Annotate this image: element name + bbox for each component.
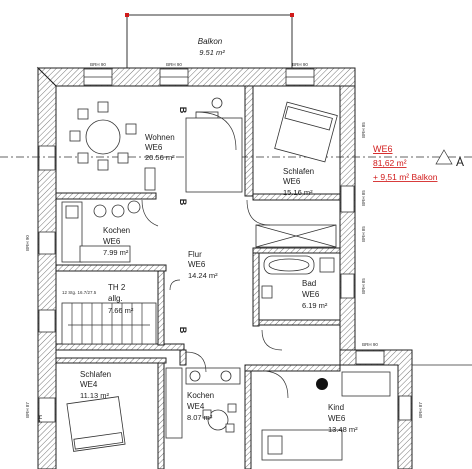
stair-note: 12 Stg. 16.7/27.5 bbox=[62, 290, 97, 295]
room-name: Schlafen bbox=[283, 167, 314, 176]
door-mark: FH bbox=[38, 415, 44, 423]
room-unit: WE6 bbox=[188, 260, 206, 269]
room-name: Kochen bbox=[187, 391, 214, 400]
room-name: Wohnen bbox=[145, 133, 175, 142]
room-unit: WE6 bbox=[103, 237, 121, 246]
room-unit: WE4 bbox=[80, 380, 98, 389]
room-wohnen: Wohnen WE6 20.56 m² bbox=[145, 133, 175, 162]
window-label: BRH 87 bbox=[25, 402, 30, 418]
room-name: Schlafen bbox=[80, 370, 111, 379]
summary-balcony: + 9,51 m² Balkon bbox=[373, 172, 438, 182]
room-labels: Wohnen WE6 20.56 m² Schlafen WE6 15.16 m… bbox=[80, 133, 358, 434]
door-mark: B bbox=[178, 199, 188, 206]
door-swings bbox=[141, 199, 289, 399]
room-unit: WE4 bbox=[187, 402, 205, 411]
balcony-area: 9.51 m² bbox=[199, 48, 225, 57]
room-area: 15.16 m² bbox=[283, 188, 313, 197]
window-label: BRH 90 bbox=[362, 342, 378, 347]
balcony-name: Balkon bbox=[198, 37, 223, 46]
window-label: BRH 90 bbox=[166, 62, 182, 67]
window-label: BRH 90 bbox=[25, 235, 30, 251]
room-schlafen-we6: Schlafen WE6 15.16 m² bbox=[283, 167, 314, 197]
room-area: 7.66 m² bbox=[108, 306, 134, 315]
summary-unit: WE6 bbox=[373, 144, 393, 154]
room-schlafen-we4: Schlafen WE4 11.13 m² bbox=[80, 370, 111, 400]
window-label: BRH 85 bbox=[361, 278, 366, 294]
unit-summary: WE6 81,62 m² + 9,51 m² Balkon bbox=[373, 144, 438, 182]
room-area: 14.24 m² bbox=[188, 271, 218, 280]
room-th2: TH 2 allg. 7.66 m² bbox=[108, 283, 134, 315]
window-label: BRH 85 bbox=[361, 226, 366, 242]
room-unit: WE6 bbox=[283, 177, 301, 186]
room-name: Flur bbox=[188, 250, 202, 259]
room-name: Kochen bbox=[103, 226, 130, 235]
room-unit: WE6 bbox=[145, 143, 163, 152]
door-mark: B bbox=[178, 327, 188, 334]
interior-walls bbox=[55, 85, 341, 469]
room-bad: Bad WE6 6.19 m² bbox=[302, 279, 328, 310]
window-label: BRH 87 bbox=[418, 402, 423, 418]
room-kind: Kind WE6 13.48 m² bbox=[328, 403, 358, 434]
room-area: 20.56 m² bbox=[145, 153, 175, 162]
room-name: Bad bbox=[302, 279, 316, 288]
room-area: 8.07 m² bbox=[187, 413, 213, 422]
room-area: 11.13 m² bbox=[80, 391, 110, 400]
summary-area: 81,62 m² bbox=[373, 158, 407, 168]
room-unit: WE6 bbox=[328, 414, 346, 423]
windows bbox=[38, 68, 412, 423]
window-label: BRH 90 bbox=[292, 62, 308, 67]
room-unit: WE6 bbox=[302, 290, 320, 299]
window-labels: BRH 90 BRH 90 BRH 90 BRH 85 BRH 85 BRH 8… bbox=[25, 62, 423, 418]
room-area: 6.19 m² bbox=[302, 301, 328, 310]
window-label: BRH 90 bbox=[90, 62, 106, 67]
room-name: TH 2 bbox=[108, 283, 126, 292]
section-marker: A bbox=[456, 155, 464, 169]
room-area: 7.99 m² bbox=[103, 248, 129, 257]
room-kochen-we6: Kochen WE6 7.99 m² bbox=[103, 226, 130, 257]
room-area: 13.48 m² bbox=[328, 425, 358, 434]
door-mark: B bbox=[178, 107, 188, 114]
window-label: BRH 85 bbox=[361, 190, 366, 206]
furniture: B B 12 Stg. 16.7/27.5 B bbox=[38, 97, 391, 461]
balcony: Balkon 9.51 m² bbox=[125, 13, 294, 68]
room-kochen-we4: Kochen WE4 8.07 m² bbox=[187, 391, 214, 422]
room-unit: allg. bbox=[108, 294, 123, 303]
room-name: Kind bbox=[328, 403, 344, 412]
room-flur: Flur WE6 14.24 m² bbox=[188, 250, 218, 280]
window-label: BRH 85 bbox=[361, 122, 366, 138]
